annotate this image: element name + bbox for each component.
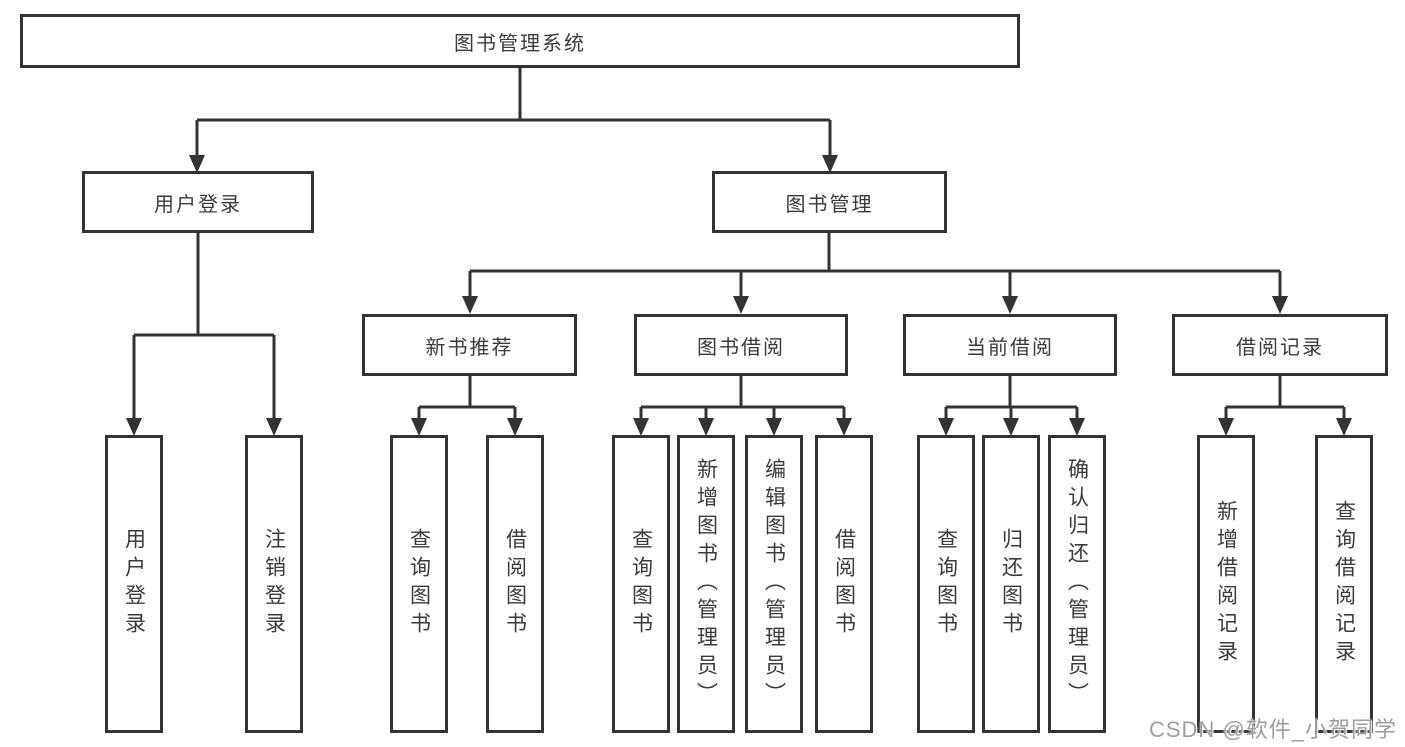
leaf-logout: 注销登录 [245,435,303,733]
node-current-borrow: 当前借阅 [903,314,1117,376]
node-user-login: 用户登录 [82,171,314,233]
arrowheads-bookborrow-leaves [633,418,852,436]
leaf-current-return-books: 归还图书 [982,435,1040,733]
leaf-current-query-books: 查询图书 [917,435,975,733]
connector-userlogin-to-leaves [132,233,276,420]
node-borrow-record: 借阅记录 [1172,314,1388,376]
arrowheads-level2 [189,155,838,173]
node-new-book-recommend: 新书推荐 [362,314,577,376]
connector-bookborrow-to-leaves [639,376,846,420]
arrowheads-userlogin-leaves [126,418,282,436]
node-book-management: 图书管理 [712,171,947,233]
leaf-record-query-borrow-record: 查询借阅记录 [1315,435,1373,733]
arrowheads-borrowrec-leaves [1218,418,1352,436]
leaf-borrow-add-books-admin: 新增图书（管理员） [677,435,735,733]
leaf-newbook-borrow-books: 借阅图书 [486,435,544,733]
connector-borrowrec-to-leaves [1224,376,1346,420]
connector-bookmgmt-to-level3 [468,233,1282,298]
arrowheads-curborrow-leaves [938,418,1085,436]
leaf-borrow-borrow-books: 借阅图书 [815,435,873,733]
csdn-watermark: CSDN @软件_小贺同学 [1148,717,1397,742]
connector-curborrow-to-leaves [944,376,1079,420]
leaf-borrow-edit-books-admin: 编辑图书（管理员） [745,435,803,733]
leaf-user-login: 用户登录 [105,435,163,733]
arrowheads-newbook-leaves [411,418,523,436]
leaf-current-confirm-return-admin: 确认归还（管理员） [1048,435,1106,733]
connector-newbook-to-leaves [417,376,517,420]
connector-root-to-level2 [195,68,832,157]
node-book-borrow: 图书借阅 [634,314,848,376]
leaf-record-add-borrow-record: 新增借阅记录 [1197,435,1255,733]
node-root-system: 图书管理系统 [20,14,1020,68]
arrowheads-level3 [462,296,1288,314]
leaf-newbook-query-books: 查询图书 [390,435,448,733]
leaf-borrow-query-books: 查询图书 [612,435,670,733]
